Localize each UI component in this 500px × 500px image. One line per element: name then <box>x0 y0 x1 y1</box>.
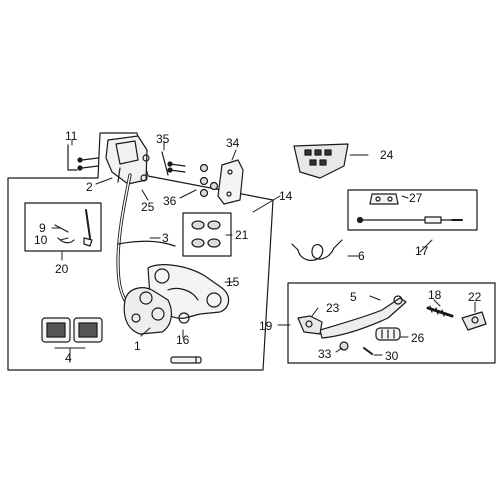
part-label-19: 19 <box>259 319 273 333</box>
brake-pads-4 <box>41 317 103 343</box>
part-label-17: 17 <box>415 244 429 258</box>
part-label-33: 33 <box>318 347 332 361</box>
part-label-25: 25 <box>141 200 155 214</box>
parts-9-10 <box>54 209 93 247</box>
bolts-11 <box>67 144 99 171</box>
part-label-23: 23 <box>326 301 340 315</box>
part-label-34: 34 <box>226 136 240 150</box>
leader-lines <box>51 139 476 363</box>
master-cylinder-2 <box>105 135 150 185</box>
nut-33-pin-30 <box>339 341 373 355</box>
part-label-16: 16 <box>176 333 190 347</box>
part-label-24: 24 <box>380 148 394 162</box>
cable-17-27 <box>356 193 463 224</box>
part-label-11: 11 <box>65 129 78 143</box>
part-label-9: 9 <box>39 221 46 235</box>
bracket-plate-34 <box>217 159 244 205</box>
part-label-36: 36 <box>163 194 177 208</box>
part-label-26: 26 <box>411 331 425 345</box>
spring-6 <box>291 239 343 261</box>
pivot-23 <box>297 315 323 335</box>
box-17-outline <box>347 189 478 231</box>
part-label-6: 6 <box>358 249 365 263</box>
part-label-2: 2 <box>86 180 93 194</box>
box-20-outline <box>24 202 102 252</box>
caliper-pin-16 <box>170 356 202 364</box>
box-21-outline <box>182 212 232 257</box>
part-label-20: 20 <box>55 262 69 276</box>
seals-21 <box>191 220 221 248</box>
part-label-30: 30 <box>385 349 399 363</box>
bolt-22 <box>461 311 487 331</box>
part-label-10: 10 <box>34 233 48 247</box>
part-label-3: 3 <box>162 231 169 245</box>
part-label-18: 18 <box>428 288 442 302</box>
part-label-21: 21 <box>235 228 249 242</box>
part-label-22: 22 <box>468 290 482 304</box>
cover-24 <box>293 143 349 179</box>
part-label-27: 27 <box>409 191 423 205</box>
part-label-5: 5 <box>350 290 357 304</box>
part-label-4: 4 <box>65 351 72 365</box>
spring-18 <box>426 305 454 318</box>
brake-caliper-1 <box>123 287 190 335</box>
part-label-15: 15 <box>226 275 240 289</box>
brake-pedal-5 <box>319 295 407 339</box>
part-label-14: 14 <box>279 189 293 203</box>
rubber-26 <box>375 327 401 341</box>
part-label-35: 35 <box>156 132 170 146</box>
bolts-35-36 <box>161 151 219 198</box>
box-19-outline <box>287 282 496 364</box>
part-label-1: 1 <box>134 339 141 353</box>
brake-hose-3 <box>116 173 176 304</box>
